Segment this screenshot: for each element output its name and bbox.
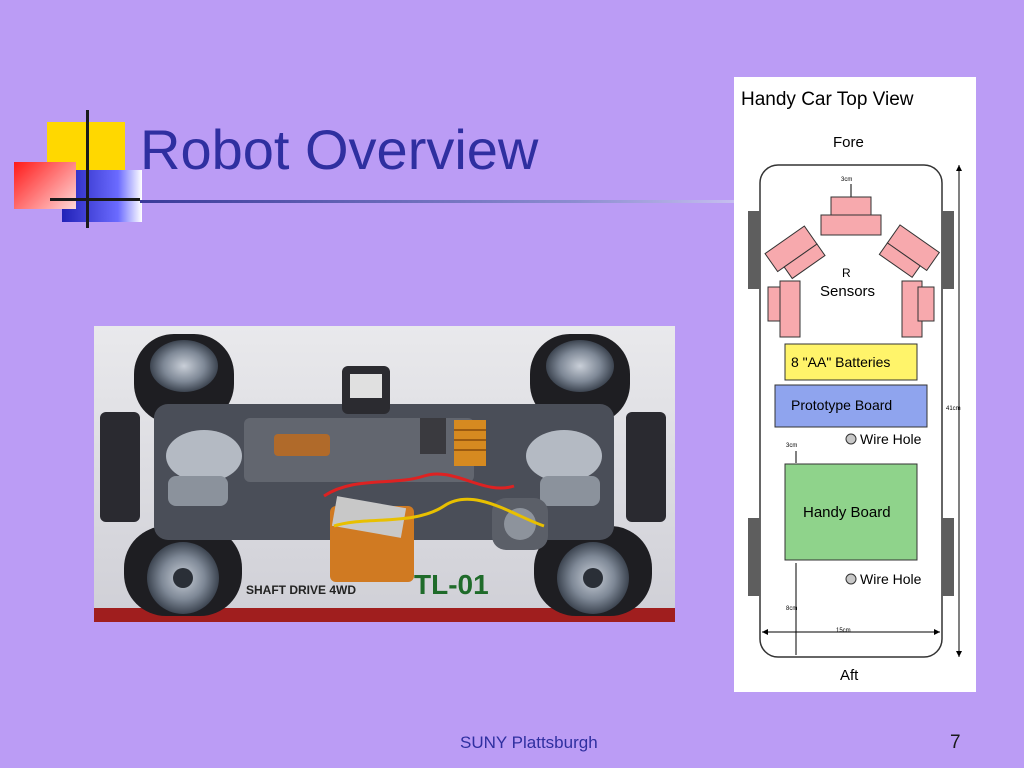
page-number: 7 bbox=[950, 732, 961, 753]
fore-label: Fore bbox=[833, 134, 864, 151]
wheel-front-left-diagram bbox=[748, 211, 760, 289]
handy-board-label: Handy Board bbox=[803, 504, 891, 521]
wire-hole-label-bottom: Wire Hole bbox=[860, 571, 922, 587]
wheel-rear-left bbox=[124, 526, 242, 616]
wheel-front-right-diagram bbox=[942, 211, 954, 289]
photo-caption: SHAFT DRIVE 4WD bbox=[246, 583, 356, 597]
dim-width-label: 15cm bbox=[836, 628, 851, 634]
batteries-block bbox=[784, 343, 918, 381]
sensor-symbol: R bbox=[842, 266, 851, 280]
wheel-front-right bbox=[530, 334, 630, 424]
wheel-rear-right-diagram bbox=[942, 518, 954, 596]
sensor-front-left bbox=[764, 225, 826, 280]
car-outline bbox=[759, 164, 943, 658]
dim-mid-label: 3cm bbox=[786, 443, 797, 449]
chassis-photo: SHAFT DRIVE 4WD TL-01 bbox=[94, 326, 675, 622]
prototype-board-block bbox=[774, 384, 928, 428]
sensor-front bbox=[820, 196, 882, 236]
sensors-label: Sensors bbox=[820, 283, 875, 300]
dim-front-label: 3cm bbox=[841, 177, 852, 183]
wire-hole-icon bbox=[845, 433, 857, 445]
wheel-rear-right bbox=[534, 526, 652, 616]
slide-footer: SUNY Plattsburgh bbox=[460, 733, 598, 752]
sensor-front-right bbox=[878, 224, 941, 279]
slide-title: Robot Overview bbox=[140, 118, 539, 181]
handy-board-block bbox=[784, 463, 918, 561]
dim-length-label: 41cm bbox=[946, 406, 961, 412]
dim-rear-label: 8cm bbox=[786, 606, 797, 612]
diagram-title: Handy Car Top View bbox=[741, 89, 914, 110]
aft-label: Aft bbox=[840, 667, 859, 684]
deco-red-square bbox=[14, 162, 76, 209]
deco-vertical-line bbox=[86, 110, 89, 228]
wire-hole-label-top: Wire Hole bbox=[860, 431, 922, 447]
photo-model-text: TL-01 bbox=[414, 569, 489, 600]
batteries-label: 8 "AA" Batteries bbox=[791, 354, 890, 370]
handy-car-top-view-diagram: Handy Car Top View Fore Aft 3cm R Sensor… bbox=[734, 77, 976, 692]
title-underline bbox=[140, 200, 760, 203]
sensor-right bbox=[901, 280, 935, 338]
deco-horizontal-line bbox=[50, 198, 140, 201]
sensor-left bbox=[767, 280, 801, 338]
prototype-board-label: Prototype Board bbox=[791, 397, 892, 413]
wheel-rear-left-diagram bbox=[748, 518, 760, 596]
wire-hole-icon bbox=[845, 573, 857, 585]
wheel-front-left bbox=[134, 334, 234, 424]
